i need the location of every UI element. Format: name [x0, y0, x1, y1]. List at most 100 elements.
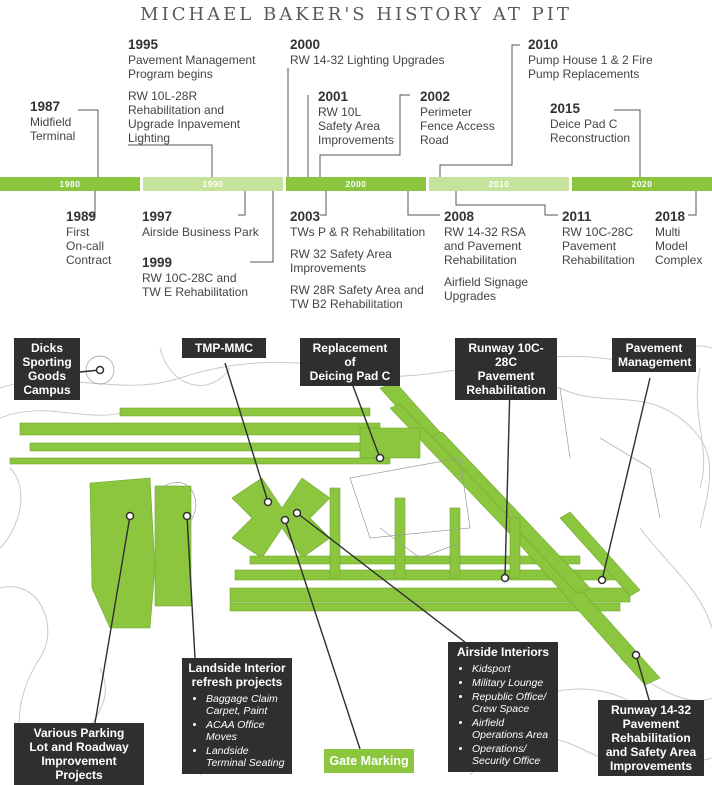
callout-dicks-campus: Dicks Sporting Goods Campus	[14, 338, 80, 400]
callout-text: Pavement	[477, 369, 535, 383]
callout-text: Landside Interior	[188, 661, 286, 675]
callout-text: Dicks	[30, 341, 64, 355]
callout-text: Management	[618, 355, 692, 369]
event-2003: 2003 TWs P & R Rehabilitation RW 32 Safe…	[290, 209, 426, 312]
callout-text: Improvements	[609, 759, 693, 773]
event-year: 2008	[444, 209, 475, 224]
event-text: Pavement Management	[128, 53, 256, 67]
list-item: Airfield Operations Area	[472, 717, 552, 741]
callout-text: Replacement of	[312, 341, 388, 369]
event-2001: 2001 RW 10L Safety Area Improvements	[318, 89, 395, 148]
event-year: 1989	[66, 209, 97, 224]
callout-text: Campus	[23, 383, 71, 397]
event-1995: 1995 Pavement Management Program begins …	[128, 37, 256, 146]
callout-parking-roadway: Various Parking Lot and Roadway Improvem…	[14, 723, 144, 785]
event-text: Rehabilitation and	[128, 103, 225, 117]
callout-text: Runway 10C-28C	[468, 341, 544, 369]
list-item: ACAA Office Moves	[206, 719, 286, 743]
event-text: Improvements	[290, 261, 367, 275]
event-text: First	[66, 225, 90, 239]
event-text: Pump Replacements	[528, 67, 640, 81]
event-text: Rehabilitation	[562, 253, 635, 267]
event-text: Midfield	[30, 115, 72, 129]
decade-bar-2010: 2010	[429, 177, 569, 191]
event-2000: 2000 RW 14-32 Lighting Upgrades	[290, 38, 445, 68]
event-text: Lighting	[128, 131, 171, 145]
callout-gate-marking: Gate Marking	[324, 749, 414, 773]
callout-markers	[95, 365, 641, 660]
event-text: RW 10C-28C and	[142, 271, 237, 285]
callout-text: Rehabilitation	[611, 731, 691, 745]
event-text: Upgrades	[444, 289, 497, 303]
event-text: Rehabilitation	[444, 253, 517, 267]
callout-text: TMP-MMC	[195, 341, 253, 355]
event-year: 2001	[318, 89, 349, 104]
callout-text: refresh projects	[191, 675, 283, 689]
event-year: 2003	[290, 209, 321, 224]
event-text: and Pavement	[444, 239, 522, 253]
list-item: Baggage Claim Carpet, Paint	[206, 693, 286, 717]
event-text: Upgrade Inpavement	[128, 117, 241, 131]
decade-label: 2000	[345, 179, 367, 189]
event-text: Contract	[66, 253, 112, 267]
event-year: 1995	[128, 37, 159, 52]
event-year: 1987	[30, 99, 61, 114]
callout-text: Improvement Projects	[41, 754, 117, 782]
event-1989: 1989 First On-call Contract	[66, 209, 112, 268]
landside-list: Baggage Claim Carpet, Paint ACAA Office …	[188, 693, 286, 769]
decade-bar-2020: 2020	[572, 177, 712, 191]
decade-label: 1990	[202, 179, 224, 189]
airfield-pavement	[9, 382, 661, 686]
callout-text: Lot and Roadway	[29, 740, 129, 754]
decade-label: 1980	[59, 179, 81, 189]
decade-label: 2010	[488, 179, 510, 189]
event-text: RW 14-32 Lighting Upgrades	[290, 53, 445, 67]
airport-map-drawing	[0, 345, 712, 776]
event-text: RW 10L	[318, 105, 362, 119]
event-year: 2018	[655, 209, 686, 224]
callout-text: Rehabilitation	[466, 383, 546, 397]
event-year: 1999	[142, 255, 173, 270]
event-year: 2011	[562, 209, 592, 224]
page-title: MICHAEL BAKER'S HISTORY AT PIT	[140, 4, 572, 25]
decade-label: 2020	[631, 179, 653, 189]
list-item: Republic Office/ Crew Space	[472, 691, 552, 715]
list-item: Kidsport	[472, 663, 552, 675]
event-text: On-call	[66, 239, 105, 253]
event-text: Model	[655, 239, 688, 253]
event-text: Improvements	[318, 133, 395, 147]
list-item: Operations/ Security Office	[472, 743, 552, 767]
event-text: Deice Pad C	[550, 117, 618, 131]
callout-runway-10c-28c: Runway 10C-28C Pavement Rehabilitation	[455, 338, 557, 400]
event-year: 1997	[142, 209, 173, 224]
event-year: 2015	[550, 101, 581, 116]
callout-tmp-mmc: TMP-MMC	[182, 338, 266, 358]
event-text: TWs P & R Rehabilitation	[290, 225, 426, 239]
event-text: Perimeter	[420, 105, 473, 119]
event-text: Multi	[655, 225, 681, 239]
decade-bar-1980: 1980	[0, 177, 140, 191]
callout-landside-interior: Landside Interior refresh projects Bagga…	[182, 658, 292, 774]
callout-text: Pavement	[622, 717, 680, 731]
timeline-leaders	[78, 44, 697, 263]
event-text: Pump House 1 & 2 Fire	[528, 53, 653, 67]
callout-airside-interiors: Airside Interiors Kidsport Military Loun…	[448, 642, 558, 772]
event-text: Airfield Signage	[444, 275, 529, 289]
event-text: Program begins	[128, 67, 213, 81]
event-year: 2010	[528, 37, 559, 52]
event-1999: 1999 RW 10C-28C and TW E Rehabilitation	[142, 255, 248, 300]
event-text: RW 28R Safety Area and	[290, 283, 424, 297]
event-text: RW 32 Safety Area	[290, 247, 392, 261]
event-text: Safety Area	[318, 119, 381, 133]
event-2018: 2018 Multi Model Complex	[655, 209, 702, 268]
callout-leaders	[69, 362, 651, 750]
list-item: Landside Terminal Seating	[206, 745, 286, 769]
callout-text: Pavement	[625, 341, 683, 355]
callout-text: Deicing Pad C	[309, 369, 391, 383]
callout-text: Sporting	[22, 355, 72, 369]
event-text: Fence Access	[420, 119, 495, 133]
callout-deicing-pad: Replacement of Deicing Pad C	[300, 338, 400, 386]
event-1997: 1997 Airside Business Park	[142, 209, 259, 240]
airport-map	[0, 328, 712, 776]
event-2011: 2011 RW 10C-28C Pavement Rehabilitation	[562, 209, 635, 268]
